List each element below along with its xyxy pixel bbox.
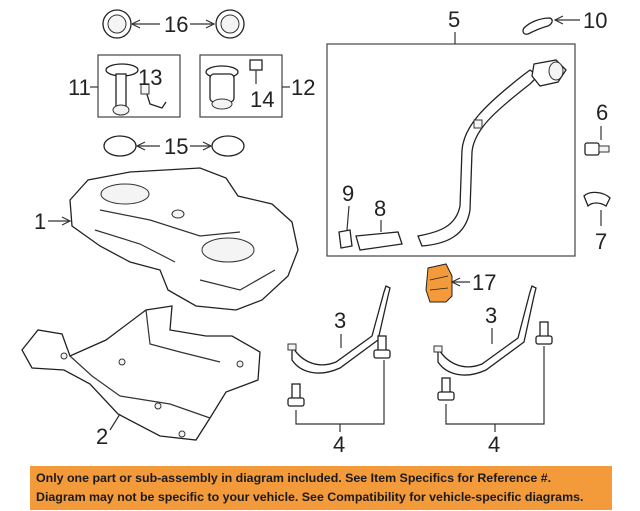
part-6-bolt bbox=[584, 142, 610, 156]
callout-3-right: 3 bbox=[485, 303, 497, 328]
callout-12: 12 bbox=[291, 75, 315, 100]
part-9-clamp bbox=[338, 229, 353, 249]
disclaimer-line-1: Only one part or sub-assembly in diagram… bbox=[36, 471, 552, 485]
callout-14: 14 bbox=[250, 87, 274, 112]
callout-4-right: 4 bbox=[488, 432, 500, 457]
part-2-heat-shield bbox=[21, 305, 261, 441]
callout-13: 13 bbox=[138, 65, 162, 90]
callout-7: 7 bbox=[595, 229, 607, 254]
part-14-connector bbox=[249, 59, 263, 84]
callout-5: 5 bbox=[448, 7, 460, 32]
box-12-14 bbox=[199, 54, 283, 118]
disclaimer-line-2: Diagram may not be specific to your vehi… bbox=[36, 490, 584, 504]
callout-4-left: 4 bbox=[333, 432, 345, 457]
part-3-strap-left bbox=[287, 285, 391, 374]
disclaimer-banner: Only one part or sub-assembly in diagram… bbox=[30, 466, 612, 510]
part-10-cap-tether bbox=[522, 17, 553, 35]
part-16-lock-rings bbox=[102, 9, 245, 39]
callout-15: 15 bbox=[164, 134, 188, 159]
part-15-seals bbox=[103, 135, 245, 157]
part-4-bolts-right bbox=[437, 321, 553, 401]
callout-17: 17 bbox=[472, 270, 496, 295]
callout-16: 16 bbox=[164, 12, 188, 37]
box-5 bbox=[326, 43, 576, 257]
part-1-fuel-tank bbox=[69, 167, 299, 311]
callout-9: 9 bbox=[342, 181, 354, 206]
part-7-clip bbox=[583, 191, 611, 208]
part-11-fuel-pump-sender bbox=[105, 63, 139, 116]
part-13-sensor bbox=[140, 83, 167, 109]
callout-3-left: 3 bbox=[334, 308, 346, 333]
callout-1: 1 bbox=[34, 209, 46, 234]
callout-6: 6 bbox=[596, 100, 608, 125]
part-12-fuel-level-sensor bbox=[205, 65, 239, 110]
part-4-bolts-left bbox=[287, 335, 391, 407]
part-3-strap-right bbox=[433, 285, 537, 376]
part-8-hose bbox=[355, 231, 403, 251]
part-5-filler-pipe bbox=[417, 59, 567, 247]
callout-8: 8 bbox=[374, 196, 386, 221]
callout-2: 2 bbox=[96, 424, 108, 449]
box-11-13 bbox=[97, 54, 181, 118]
callout-11: 11 bbox=[68, 75, 91, 100]
callout-10: 10 bbox=[583, 8, 607, 33]
part-17-highlighted bbox=[425, 263, 453, 303]
